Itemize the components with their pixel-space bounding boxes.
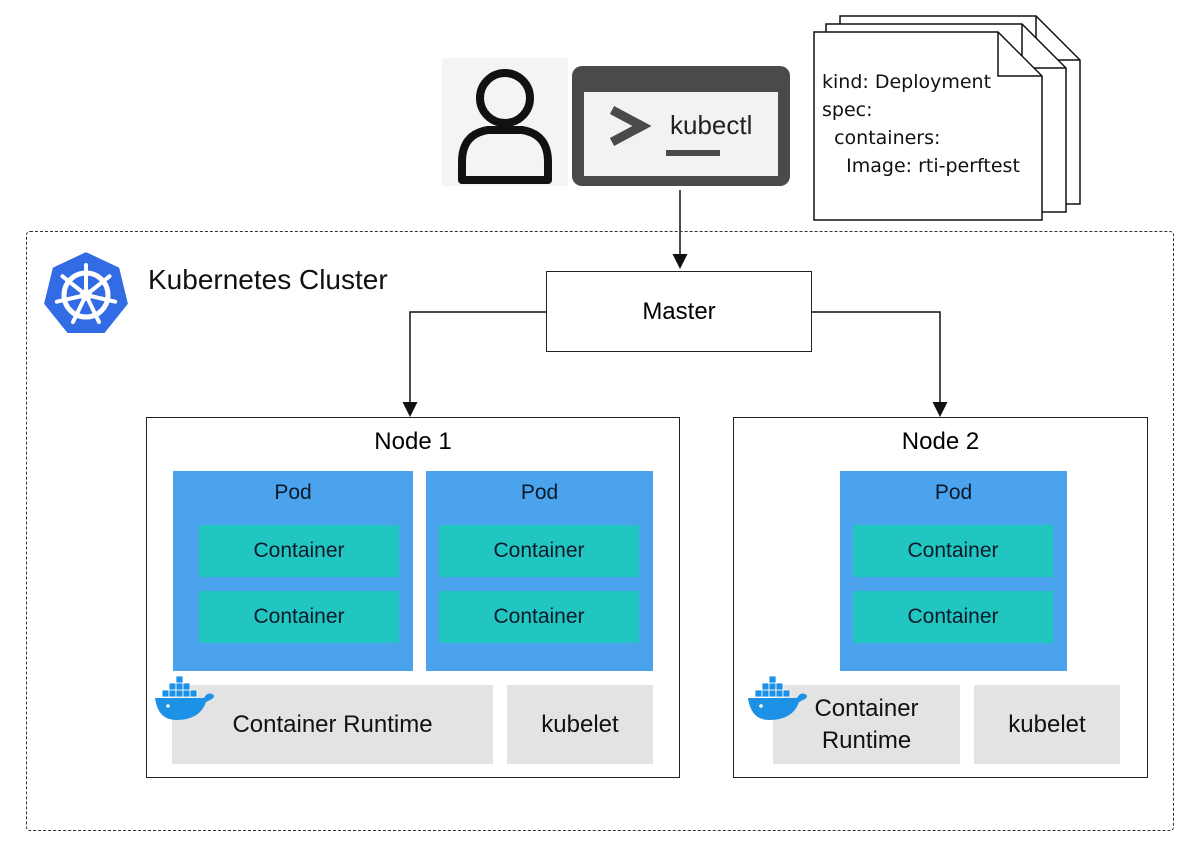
manifest-line: spec: — [822, 99, 873, 121]
terminal-icon — [572, 66, 790, 186]
cluster-title: Kubernetes Cluster — [148, 264, 388, 295]
container-1[interactable]: Container — [853, 525, 1053, 577]
container-1[interactable]: Container — [439, 525, 639, 577]
manifest-line: kind: Deployment — [822, 71, 992, 93]
container-2[interactable]: Container — [439, 591, 639, 643]
user-icon — [442, 58, 568, 186]
pod-label: Pod — [934, 481, 973, 504]
master-box[interactable]: Master — [546, 271, 812, 352]
docker-whale-icon — [748, 675, 807, 720]
runtime-label: Container Runtime — [814, 694, 919, 754]
container-label: Container — [493, 605, 585, 628]
node-2-pod-1[interactable]: Pod Container Container — [840, 471, 1067, 671]
master-to-node2-arrow — [812, 311, 948, 417]
node-2-kubelet[interactable]: kubelet — [974, 685, 1120, 764]
node-1-kubelet[interactable]: kubelet — [507, 685, 653, 764]
container-1[interactable]: Container — [199, 525, 399, 577]
manifest-line: containers: — [822, 127, 941, 149]
pod-label: Pod — [274, 481, 312, 504]
kubelet-label: kubelet — [1008, 710, 1086, 738]
container-2[interactable]: Container — [853, 591, 1053, 643]
node-2-title: Node 2 — [901, 428, 980, 455]
manifest-line: Image: rti-perftest — [822, 155, 1020, 177]
container-2[interactable]: Container — [199, 591, 399, 643]
container-label: Container — [253, 539, 345, 562]
kubectl-terminal[interactable]: kubectl — [572, 66, 790, 186]
container-label: Container — [907, 539, 999, 562]
runtime-label: Container Runtime — [232, 710, 433, 738]
deployment-manifest: kind: Deployment spec: containers: Image… — [812, 14, 1084, 222]
master-to-node1-arrow — [402, 311, 546, 417]
node-1-container-runtime[interactable]: Container Runtime — [172, 685, 493, 764]
node-1-title: Node 1 — [374, 428, 452, 455]
pod-label: Pod — [520, 481, 559, 504]
docker-whale-icon — [155, 675, 214, 720]
document-stack-icon — [813, 15, 1081, 221]
master-label: Master — [642, 297, 716, 325]
node-1-pod-2[interactable]: Pod Container Container — [426, 471, 653, 671]
kubectl-label: kubectl — [670, 110, 753, 140]
kubernetes-logo-icon — [41, 249, 131, 335]
manifest-text: kind: Deployment spec: containers: Image… — [822, 68, 1020, 180]
container-label: Container — [493, 539, 585, 562]
cluster-boundary — [26, 231, 1174, 831]
container-label: Container — [907, 605, 999, 628]
container-label: Container — [253, 605, 345, 628]
node-1-pod-1[interactable]: Pod Container Container — [173, 471, 413, 671]
kubelet-label: kubelet — [541, 710, 619, 738]
